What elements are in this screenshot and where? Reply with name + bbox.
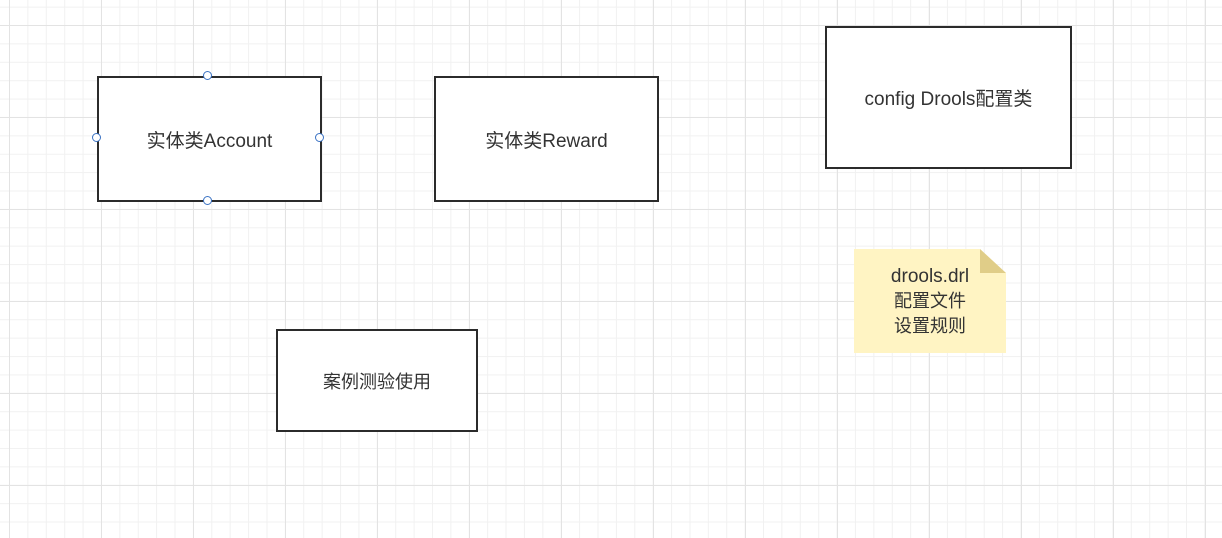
note-corner-fold <box>980 249 1006 273</box>
resize-handle-left[interactable] <box>92 133 101 142</box>
shape-test-label: 案例测验使用 <box>323 371 431 392</box>
sticky-note-text: drools.drl 配置文件 设置规则 <box>854 264 1006 339</box>
shape-config-label: config Drools配置类 <box>864 89 1033 110</box>
resize-handle-bottom[interactable] <box>203 196 212 205</box>
resize-handle-top[interactable] <box>203 71 212 80</box>
resize-handle-right[interactable] <box>315 133 324 142</box>
shape-account-label: 实体类Account <box>146 130 273 152</box>
shape-reward-entity[interactable]: 实体类Reward <box>434 76 659 202</box>
shape-account-entity[interactable]: 实体类Account <box>97 76 322 202</box>
shape-config-class[interactable]: config Drools配置类 <box>825 26 1072 169</box>
note-line-config-file: 配置文件 <box>894 291 966 311</box>
shape-test-usage[interactable]: 案例测验使用 <box>276 329 478 432</box>
shape-reward-label: 实体类Reward <box>485 130 608 152</box>
note-line-rules: 设置规则 <box>894 316 966 336</box>
note-line-filename: drools.drl <box>890 266 970 287</box>
